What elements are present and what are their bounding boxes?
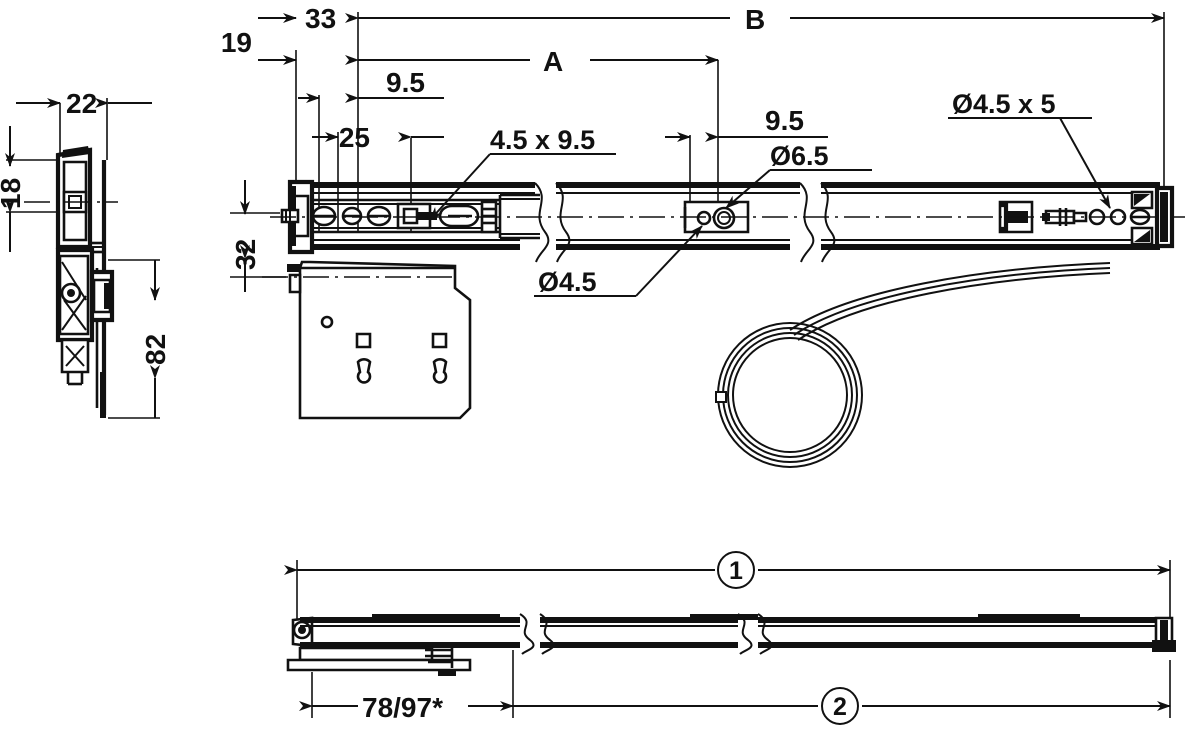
dimension-A-label: A xyxy=(543,46,563,77)
cable-coil xyxy=(715,262,1111,468)
side-view-body xyxy=(55,146,115,418)
plan-view-callouts: 4.5 x 9.5 Ø6.5 Ø4.5 Ø4.5 x 5 xyxy=(429,89,1111,297)
dimension-22 xyxy=(16,98,152,160)
latch-detent-left xyxy=(396,202,437,230)
leader-dia4p5 xyxy=(635,225,703,297)
leader-dia4p5x5 xyxy=(1059,117,1111,209)
balloon-1-label: 1 xyxy=(729,557,743,585)
dimension-25-label: 25 xyxy=(339,122,370,153)
dimension-9p5-right-label: 9.5 xyxy=(765,105,804,136)
dimension-82 xyxy=(108,259,160,419)
runner-elevation-view: 1 xyxy=(284,551,1176,725)
dimension-32-label: 32 xyxy=(230,239,261,270)
callout-dia4p5x5-label: Ø4.5 x 5 xyxy=(952,89,1056,119)
left-side-section-view: 22 18 82 xyxy=(0,88,171,419)
elevation-body xyxy=(286,613,1176,676)
dimension-B-label: B xyxy=(745,4,765,35)
plan-view-dimensions: 33 B 19 A xyxy=(221,3,1165,292)
hole-pair-middle xyxy=(683,200,750,234)
dimension-32 xyxy=(230,180,286,292)
balloon-2-label: 2 xyxy=(833,693,847,721)
dimension-balloon-1 xyxy=(284,551,1171,625)
callout-4p5x9p5-label: 4.5 x 9.5 xyxy=(490,125,595,155)
callout-dia6p5-label: Ø6.5 xyxy=(770,141,829,171)
dimension-33-label: 33 xyxy=(305,3,336,34)
dimension-balloon-2 xyxy=(513,660,1171,725)
left-end-cap xyxy=(280,179,315,255)
dimension-22-label: 22 xyxy=(66,88,97,119)
dimension-9p5-left-label: 9.5 xyxy=(386,67,425,98)
leader-dia6p5 xyxy=(725,169,771,209)
runner-plan-view-body xyxy=(262,179,1185,468)
callout-dia4p5-label: Ø4.5 xyxy=(538,267,597,297)
leader-4p5x9p5 xyxy=(429,153,491,221)
mounting-bracket-plate xyxy=(262,260,472,420)
dimension-82-label: 82 xyxy=(140,334,171,365)
dimension-78-97-label: 78/97* xyxy=(362,692,443,723)
slot-4p5x9p5 xyxy=(438,204,480,228)
dimension-18-label: 18 xyxy=(0,178,26,209)
dimension-19-label: 19 xyxy=(221,27,252,58)
hole-group-left xyxy=(311,205,392,227)
